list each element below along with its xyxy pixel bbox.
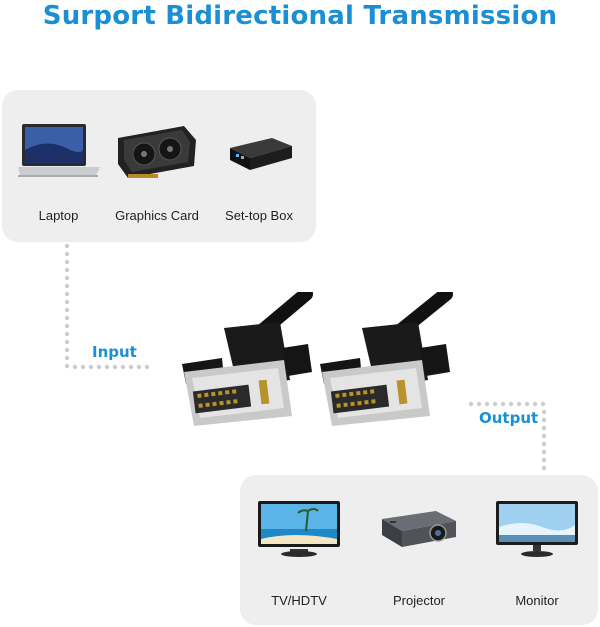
source-devices-panel: Laptop Graphics Card Set-top Box — [2, 90, 316, 242]
device-set-top-box: Set-top Box — [216, 120, 302, 260]
device-label: Monitor — [515, 593, 559, 608]
device-tv: TV/HDTV — [254, 497, 344, 627]
projector-icon — [382, 511, 456, 547]
destination-devices-panel: TV/HDTV Projector Monitor — [240, 475, 598, 625]
device-label: Projector — [392, 593, 446, 608]
device-graphics-card: Graphics Card — [114, 120, 200, 260]
device-label: Graphics Card — [115, 208, 199, 223]
input-path-dots — [64, 243, 150, 370]
device-laptop: Laptop — [16, 120, 101, 260]
device-label: TV/HDTV — [271, 593, 327, 608]
laptop-icon — [18, 124, 100, 177]
device-label: Set-top Box — [225, 208, 293, 223]
output-path-dots — [468, 401, 547, 471]
device-monitor: Monitor — [492, 497, 582, 627]
page-title: Surport Bidirectional Transmission — [42, 1, 558, 31]
dvi-cable-image — [182, 292, 453, 426]
tv-icon — [258, 501, 340, 557]
device-label: Laptop — [38, 208, 79, 223]
graphics-card-icon — [118, 126, 196, 178]
input-label: Input — [92, 343, 137, 361]
device-projector: Projector — [374, 497, 464, 627]
output-label: Output — [479, 409, 539, 427]
monitor-icon — [496, 501, 578, 557]
set-top-box-icon — [230, 138, 292, 170]
